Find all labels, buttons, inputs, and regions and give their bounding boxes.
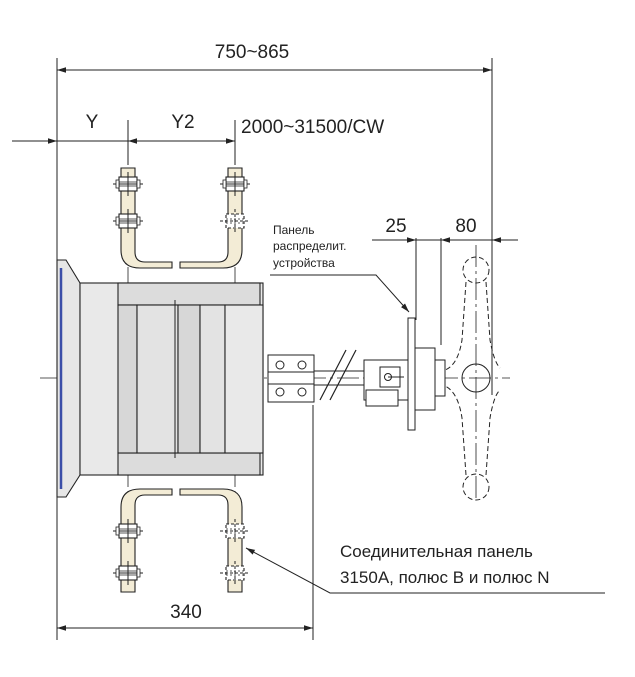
dim-offset-80: 80 <box>455 216 476 237</box>
panel-label-line3: устройства <box>273 256 335 270</box>
panel-label-line1: Панель <box>273 223 314 237</box>
panel-label: Панель распределит. устройства <box>273 223 346 270</box>
connection-label-line2: 3150A, полюс B и полюс N <box>340 568 550 587</box>
panel-label-line2: распределит. <box>273 239 346 253</box>
dimension-lines <box>12 58 518 640</box>
drive-shaft <box>267 317 446 431</box>
leader-lines <box>245 274 605 594</box>
dim-offset-25: 25 <box>385 216 406 237</box>
dim-y2: Y2 <box>171 112 194 133</box>
dim-overall-width: 750~865 <box>215 42 290 63</box>
breaker-body <box>56 259 264 498</box>
connection-label-line1: Соединительная панель <box>340 542 533 561</box>
dimension-texts: 750~865 Y Y2 2000~31500/CW 25 80 340 <box>86 42 477 623</box>
connection-label: Соединительная панель 3150A, полюс B и п… <box>340 542 550 587</box>
dim-current-range: 2000~31500/CW <box>241 117 384 138</box>
rotary-handle <box>444 256 501 501</box>
dim-bottom-width: 340 <box>170 602 202 623</box>
dim-y: Y <box>86 112 99 133</box>
